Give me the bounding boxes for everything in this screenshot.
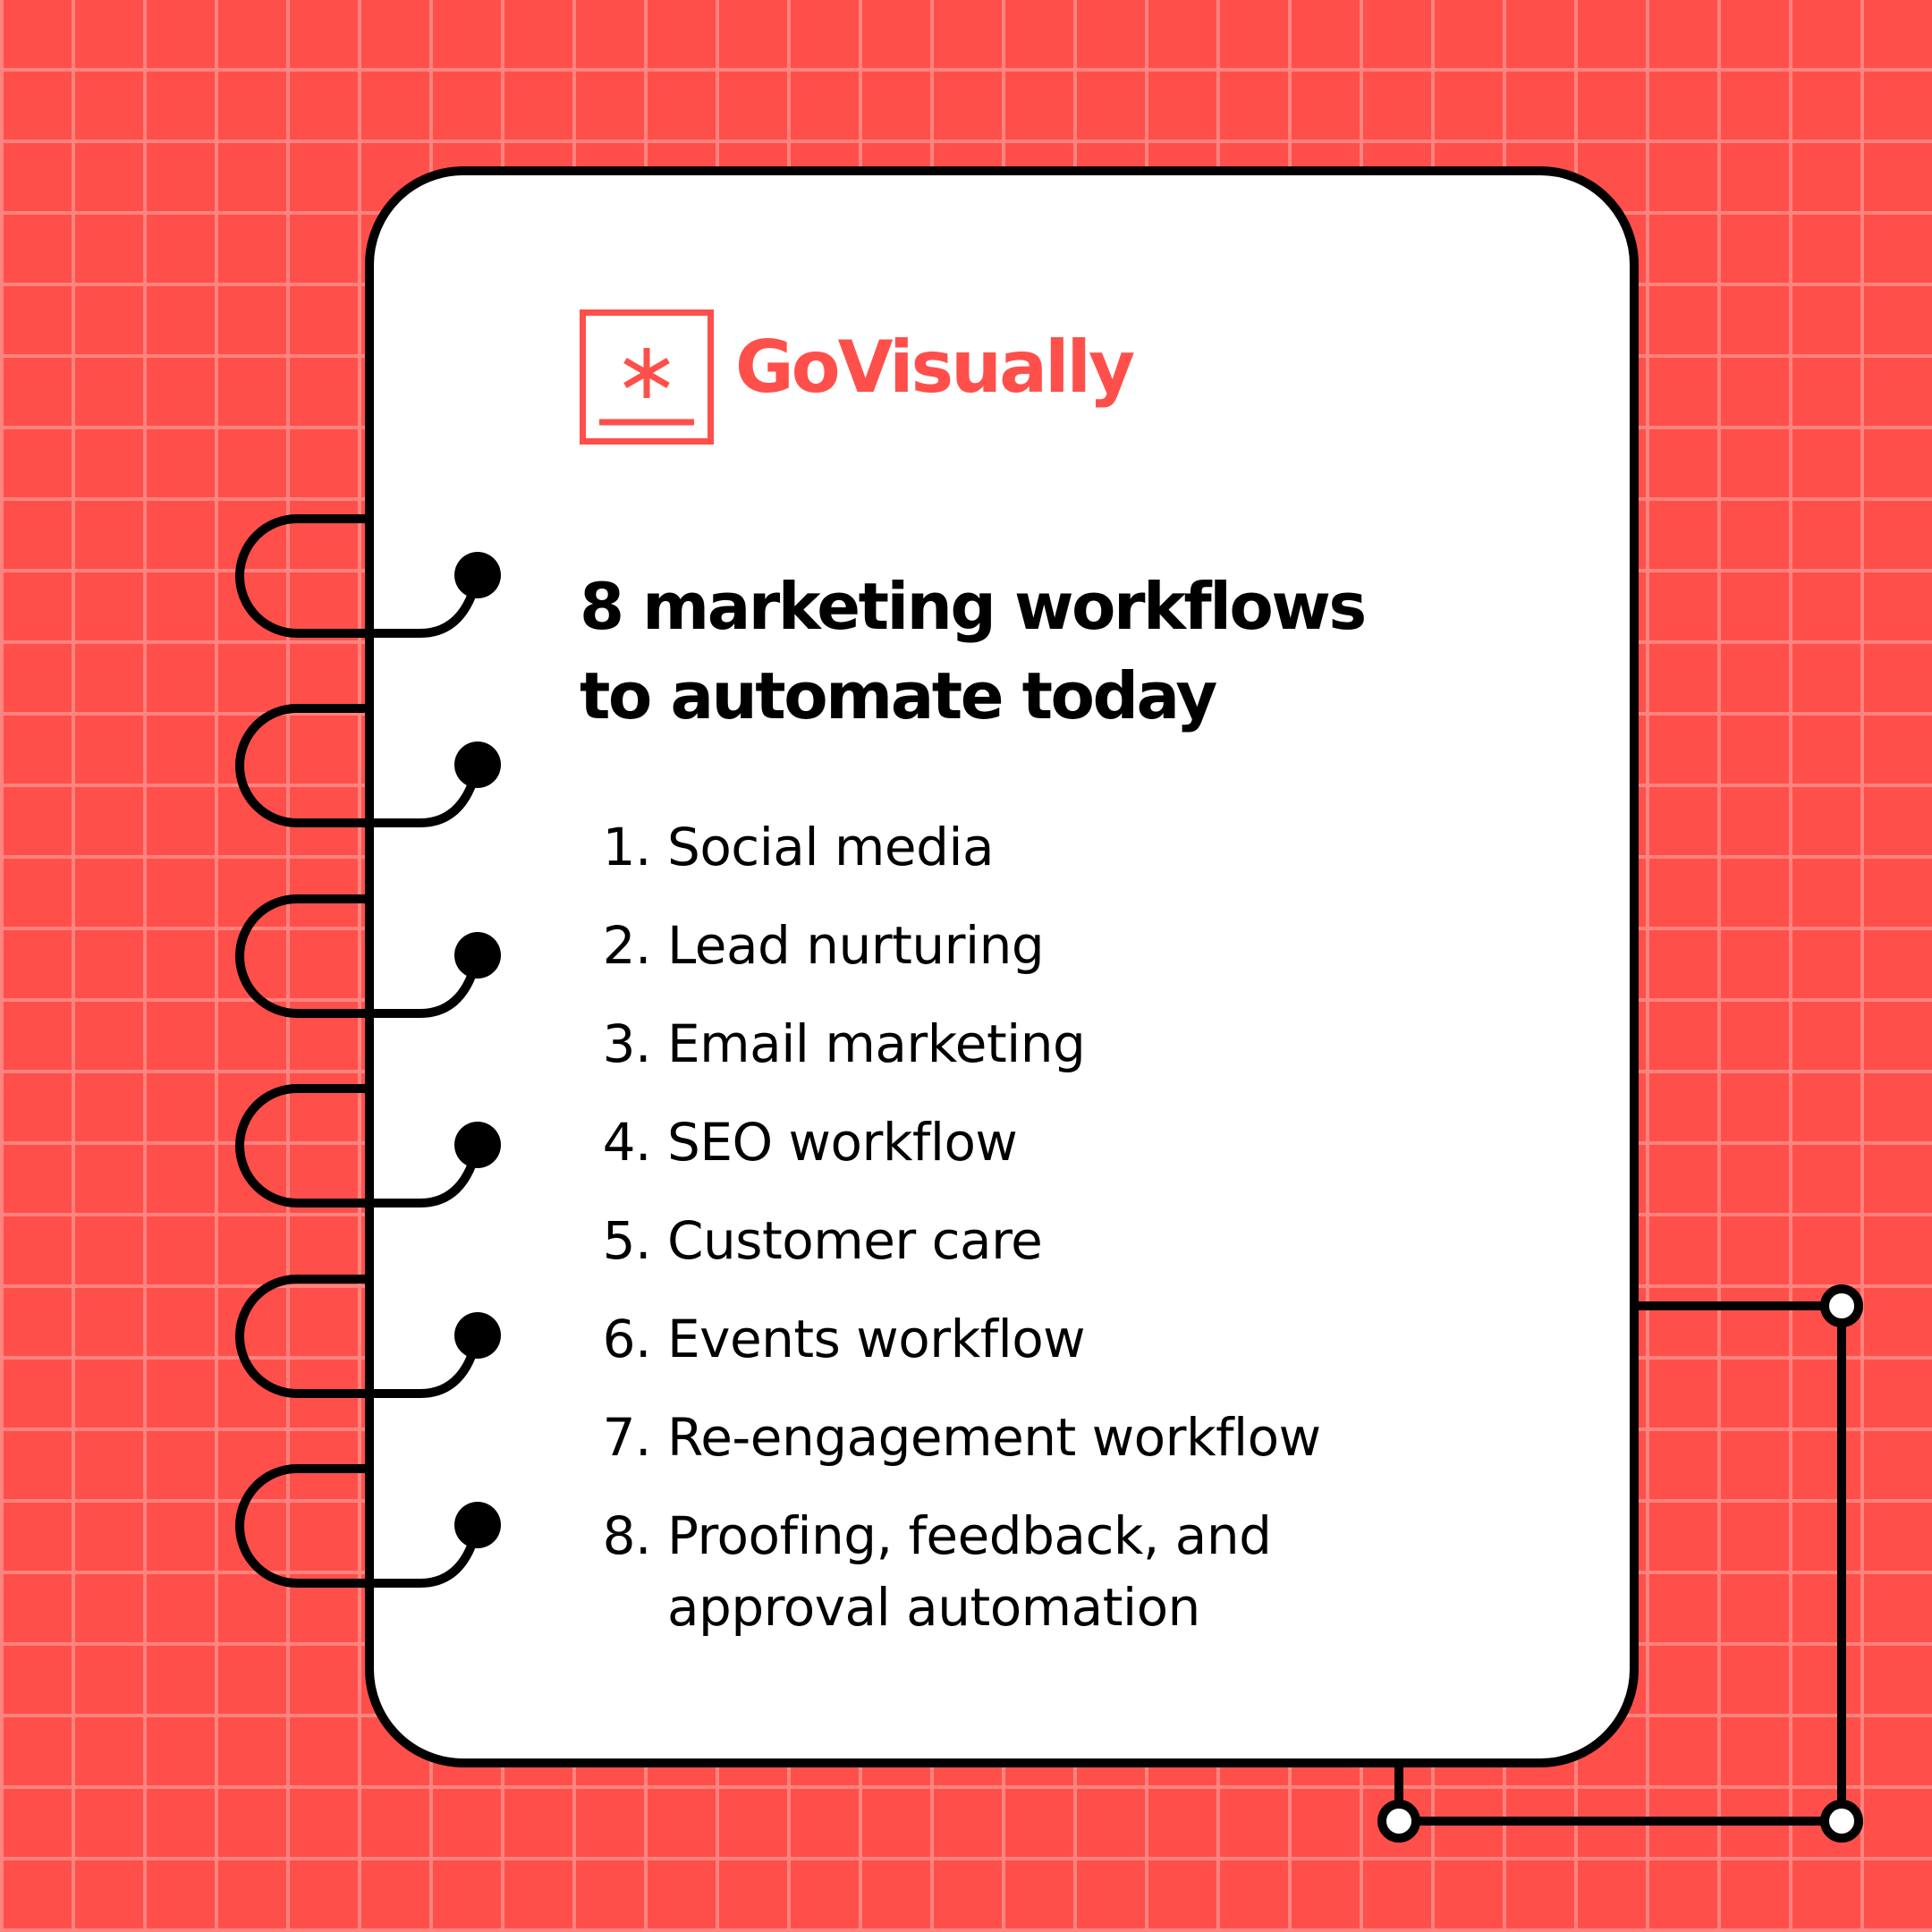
- node-bottom-right-icon: [1820, 1800, 1863, 1843]
- list-item: 4. SEO workflow: [572, 1106, 1556, 1178]
- list-item: 6. Events workflow: [572, 1303, 1556, 1375]
- brand-wordmark: GoVisually: [735, 326, 1135, 409]
- binder-ring-6-icon: [235, 1464, 501, 1588]
- item-label: Events workflow: [667, 1309, 1086, 1369]
- list-item: 3. Email marketing: [572, 1008, 1556, 1080]
- list-item: 5. Customer care: [572, 1205, 1556, 1276]
- binder-rings: [235, 514, 501, 1588]
- list-item: 8. Proofing, feedback, and approval auto…: [572, 1500, 1556, 1643]
- list-item: 2. Lead nurturing: [572, 910, 1556, 981]
- binder-ring-5-icon: [235, 1275, 501, 1398]
- item-label: Customer care: [667, 1210, 1043, 1271]
- binder-ring-4-icon: [235, 1084, 501, 1208]
- item-label-line-1: Proofing, feedback, and: [667, 1505, 1272, 1566]
- item-label: Proofing, feedback, and approval automat…: [667, 1500, 1556, 1643]
- item-number: 3.: [602, 1013, 652, 1074]
- node-top-right-icon: [1820, 1284, 1863, 1327]
- item-label: Social media: [667, 817, 995, 877]
- title-line-1: 8 marketing workflows: [580, 569, 1367, 644]
- item-number: 1.: [602, 817, 652, 877]
- item-number: 7.: [602, 1407, 652, 1468]
- list-item: 7. Re-engagement workflow: [572, 1402, 1556, 1473]
- asterisk-box-icon: [580, 309, 714, 445]
- item-label: SEO workflow: [667, 1112, 1018, 1173]
- node-bottom-left-icon: [1377, 1800, 1420, 1843]
- binder-ring-1-icon: [235, 514, 501, 638]
- binder-ring-2-icon: [235, 704, 501, 827]
- item-label: Re-engagement workflow: [667, 1407, 1321, 1468]
- connector-nodes: [1377, 1284, 1863, 1843]
- brand-logo: [580, 309, 714, 445]
- item-number: 6.: [602, 1309, 652, 1369]
- item-number: 4.: [602, 1112, 652, 1173]
- item-label-line-2: approval automation: [667, 1577, 1200, 1638]
- item-number: 5.: [602, 1210, 652, 1271]
- binder-ring-3-icon: [235, 894, 501, 1018]
- item-number: 2.: [602, 915, 652, 976]
- page-title: 8 marketing workflows to automate today: [580, 562, 1474, 741]
- notebook-card: [365, 166, 1639, 1767]
- item-label: Lead nurturing: [667, 915, 1045, 976]
- list-item: 1. Social media: [572, 811, 1556, 883]
- item-label: Email marketing: [667, 1013, 1086, 1074]
- title-line-2: to automate today: [580, 658, 1217, 733]
- item-number: 8.: [602, 1505, 652, 1566]
